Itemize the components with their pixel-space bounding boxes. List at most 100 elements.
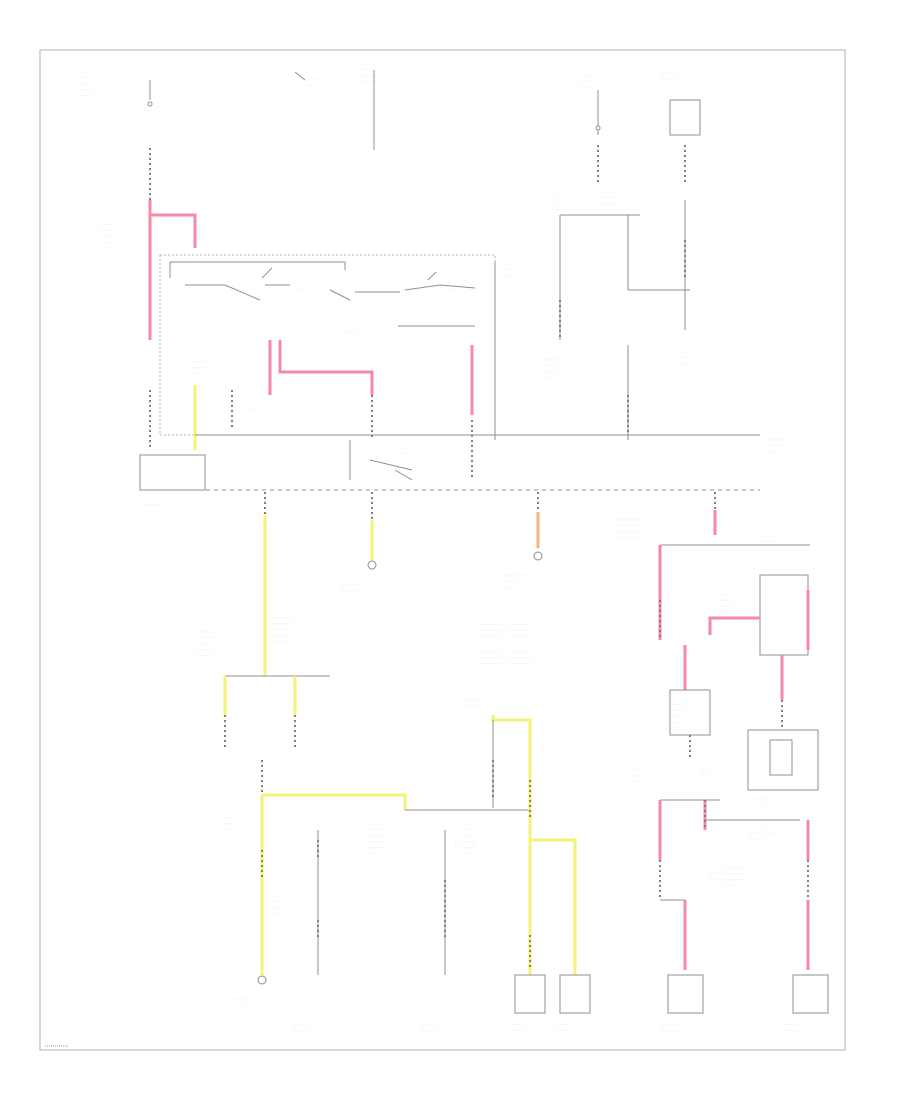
svg-text:. . . . .: . . . . . [555,1028,568,1032]
svg-text:. . . . . . . . . . .: . . . . . . . . . . . [610,535,640,539]
lower-center-network: . . . . . . . . . . . . . . . . . . . . … [365,697,591,1033]
motor-left [667,974,704,1014]
svg-text:. . . . . .: . . . . . . [420,1029,436,1033]
svg-text:. . . . .: . . . . . [718,610,731,614]
svg-text:. . . . . . .: . . . . . . . [360,67,379,71]
svg-text:. . .: . . . [400,451,407,455]
right-module-chain: . . . . . . . . . . . . . . . . . . . . … [630,545,829,1032]
svg-text:. . . .: . . . . [578,85,588,89]
svg-text:. . . . . .: . . . . . . [98,228,114,232]
svg-text:. . . . .: . . . . . [765,449,778,453]
svg-text:. . . . . .: . . . . . . [455,851,471,855]
svg-text:. . . . . . .: . . . . . . . [785,1022,804,1026]
svg-text:. . . . .: . . . . . [700,773,713,777]
svg-text:. . . . . . . .: . . . . . . . . [545,363,567,367]
svg-text:. . . . .: . . . . . [290,287,303,291]
svg-text:. . . .: . . . . [156,105,166,109]
svg-text:. . . . .: . . . . . [98,234,111,238]
svg-text:. . . . . .: . . . . . . [193,365,209,369]
svg-text:. . . .: . . . . [708,859,718,863]
svg-text:. . . . . . . .: . . . . . . . . [455,833,477,837]
svg-text:. . . . .: . . . . . [505,585,518,589]
svg-text:. . . . . . .: . . . . . . . [660,71,679,75]
svg-text:. . . . . . . . .: . . . . . . . . . [142,502,167,506]
svg-text:. . . . . . . . . . . . .: . . . . . . . . . . . . . [708,865,744,869]
svg-text:. . . . . . . .: . . . . . . . . [458,703,480,707]
svg-text:. . . . . . . .: . . . . . . . . [455,827,477,831]
svg-text:. . .: . . . [680,355,687,359]
svg-text:. . . . .: . . . . . [700,779,713,783]
top-right-modules: . . . . . . . . . . . . . . . . . . . . … [540,65,705,440]
diagram-notes: . . . . . . . . . . . . . . . . . . . . … [480,622,533,665]
svg-text:. . .: . . . [225,815,232,819]
svg-text:. . . . . . . . . . .: . . . . . . . . . . . [610,529,640,533]
svg-text:. . . .: . . . . [255,422,265,426]
svg-text:. . . .: . . . . [672,714,682,718]
svg-text:. . . . .: . . . . . [308,89,321,93]
svg-text:. . . . . . .: . . . . . . . [455,839,474,843]
svg-text:. . . . . . . .: . . . . . . . . [340,582,362,586]
svg-text:. . . . .: . . . . . [98,240,111,244]
svg-text:. . . . . . . . . . . . .: . . . . . . . . . . . . . [708,877,744,881]
svg-text:. . . . . . . .: . . . . . . . . [458,697,480,701]
motor-right [792,974,829,1014]
svg-text:. . . . . . .: . . . . . . . [292,1023,311,1027]
lower-left-yellow-network: . . . . . . . . . . . . . . . . . . . . … [195,615,530,1033]
svg-text:. . . . . . .: . . . . . . . [540,195,559,199]
svg-text:. . . . . . .: . . . . . . . [598,201,617,205]
svg-text:. . . .: . . . . [308,83,318,87]
svg-text:. . . .: . . . . [455,899,465,903]
svg-text:. . . . .: . . . . . [718,604,731,608]
svg-text:. . . . .: . . . . . [80,93,93,97]
actuator-right [559,974,591,1014]
svg-text:. . . .: . . . . [680,361,690,365]
svg-text:. . . .: . . . . [445,287,455,291]
svg-text:. . . . . . .: . . . . . . . [360,73,379,77]
svg-text:. . . . . . .: . . . . . . . [365,839,384,843]
svg-text:. . . . .: . . . . . [630,773,643,777]
svg-text:. . . . . .: . . . . . . [718,592,734,596]
svg-text:. . . . . .: . . . . . . [578,79,594,83]
svg-text:. . . . . . . .: . . . . . . . . [365,845,387,849]
svg-text:. . . . . . . .: . . . . . . . . [365,827,387,831]
svg-text:. . . . . . . . . . . .: . . . . . . . . . . . . [610,517,643,521]
svg-text:. . . . . . .: . . . . . . . [540,207,559,211]
svg-text:. . . . .: . . . . . [672,720,685,724]
svg-text:. . . . . . .: . . . . . . . [420,1023,439,1027]
svg-text:. . . . . .: . . . . . . [718,598,734,602]
svg-text:. . . . .: . . . . . [340,594,353,598]
svg-text:. . . . . . . .: . . . . . . . . [195,647,217,651]
svg-text:. . . . .: . . . . . [672,702,685,706]
svg-text:. . . . . . . . .: . . . . . . . . . [505,573,530,577]
svg-text:. . . .: . . . . [695,247,705,251]
svg-text:. . . .: . . . . [540,748,550,752]
svg-text:. . . .: . . . . [80,87,90,91]
svg-text:. . . . . . .: . . . . . . . [765,437,784,441]
svg-text:. . . .: . . . . [335,323,345,327]
svg-text:. . .: . . . [225,821,232,825]
svg-text:. . . . .: . . . . . [80,75,93,79]
svg-text:. . . . . . . . .: . . . . . . . . . [765,443,790,447]
svg-text:. . . . .: . . . . . [545,375,558,379]
svg-text:. . . .: . . . . [695,241,705,245]
svg-text:. . . . .: . . . . . [785,1028,798,1032]
svg-text:. . .: . . . [765,562,772,566]
svg-text:. . . . . .: . . . . . . [748,809,764,813]
svg-text:. . . . . . . . .: . . . . . . . . . [335,329,360,333]
svg-text:. . . . . . . .: . . . . . . . . [748,797,770,801]
svg-text:. . . . .: . . . . . [80,81,93,85]
mirror-switch-assembly: . . . . . . . . . . . . . . . . . . . . … [159,254,518,440]
svg-text:. . .: . . . [695,229,702,233]
svg-text:. . . . . . . . . . . . . . .: . . . . . . . . . . . . . . . . . . . [480,655,533,659]
svg-text:. . . . . .: . . . . . . [292,1029,308,1033]
svg-text:. . .: . . . [248,407,255,411]
diagram-frame [39,49,846,1051]
svg-text:. . . . . . .: . . . . . . . [545,369,564,373]
svg-text:. . . . . . . .: . . . . . . . . [228,1003,250,1007]
svg-text:. . . . . .: . . . . . . [748,837,764,841]
svg-text:. . . . . . .: . . . . . . . [340,588,359,592]
top-left-fuse-group: . . . . . . . . . . . . . . . . . . . . … [80,75,166,115]
svg-text:. . . . . .: . . . . . . [360,79,376,83]
top-center-fuse-group: . . . . . . . . . . . . . . . . . . . . … [294,67,379,150]
svg-text:. .: . . [540,742,544,746]
